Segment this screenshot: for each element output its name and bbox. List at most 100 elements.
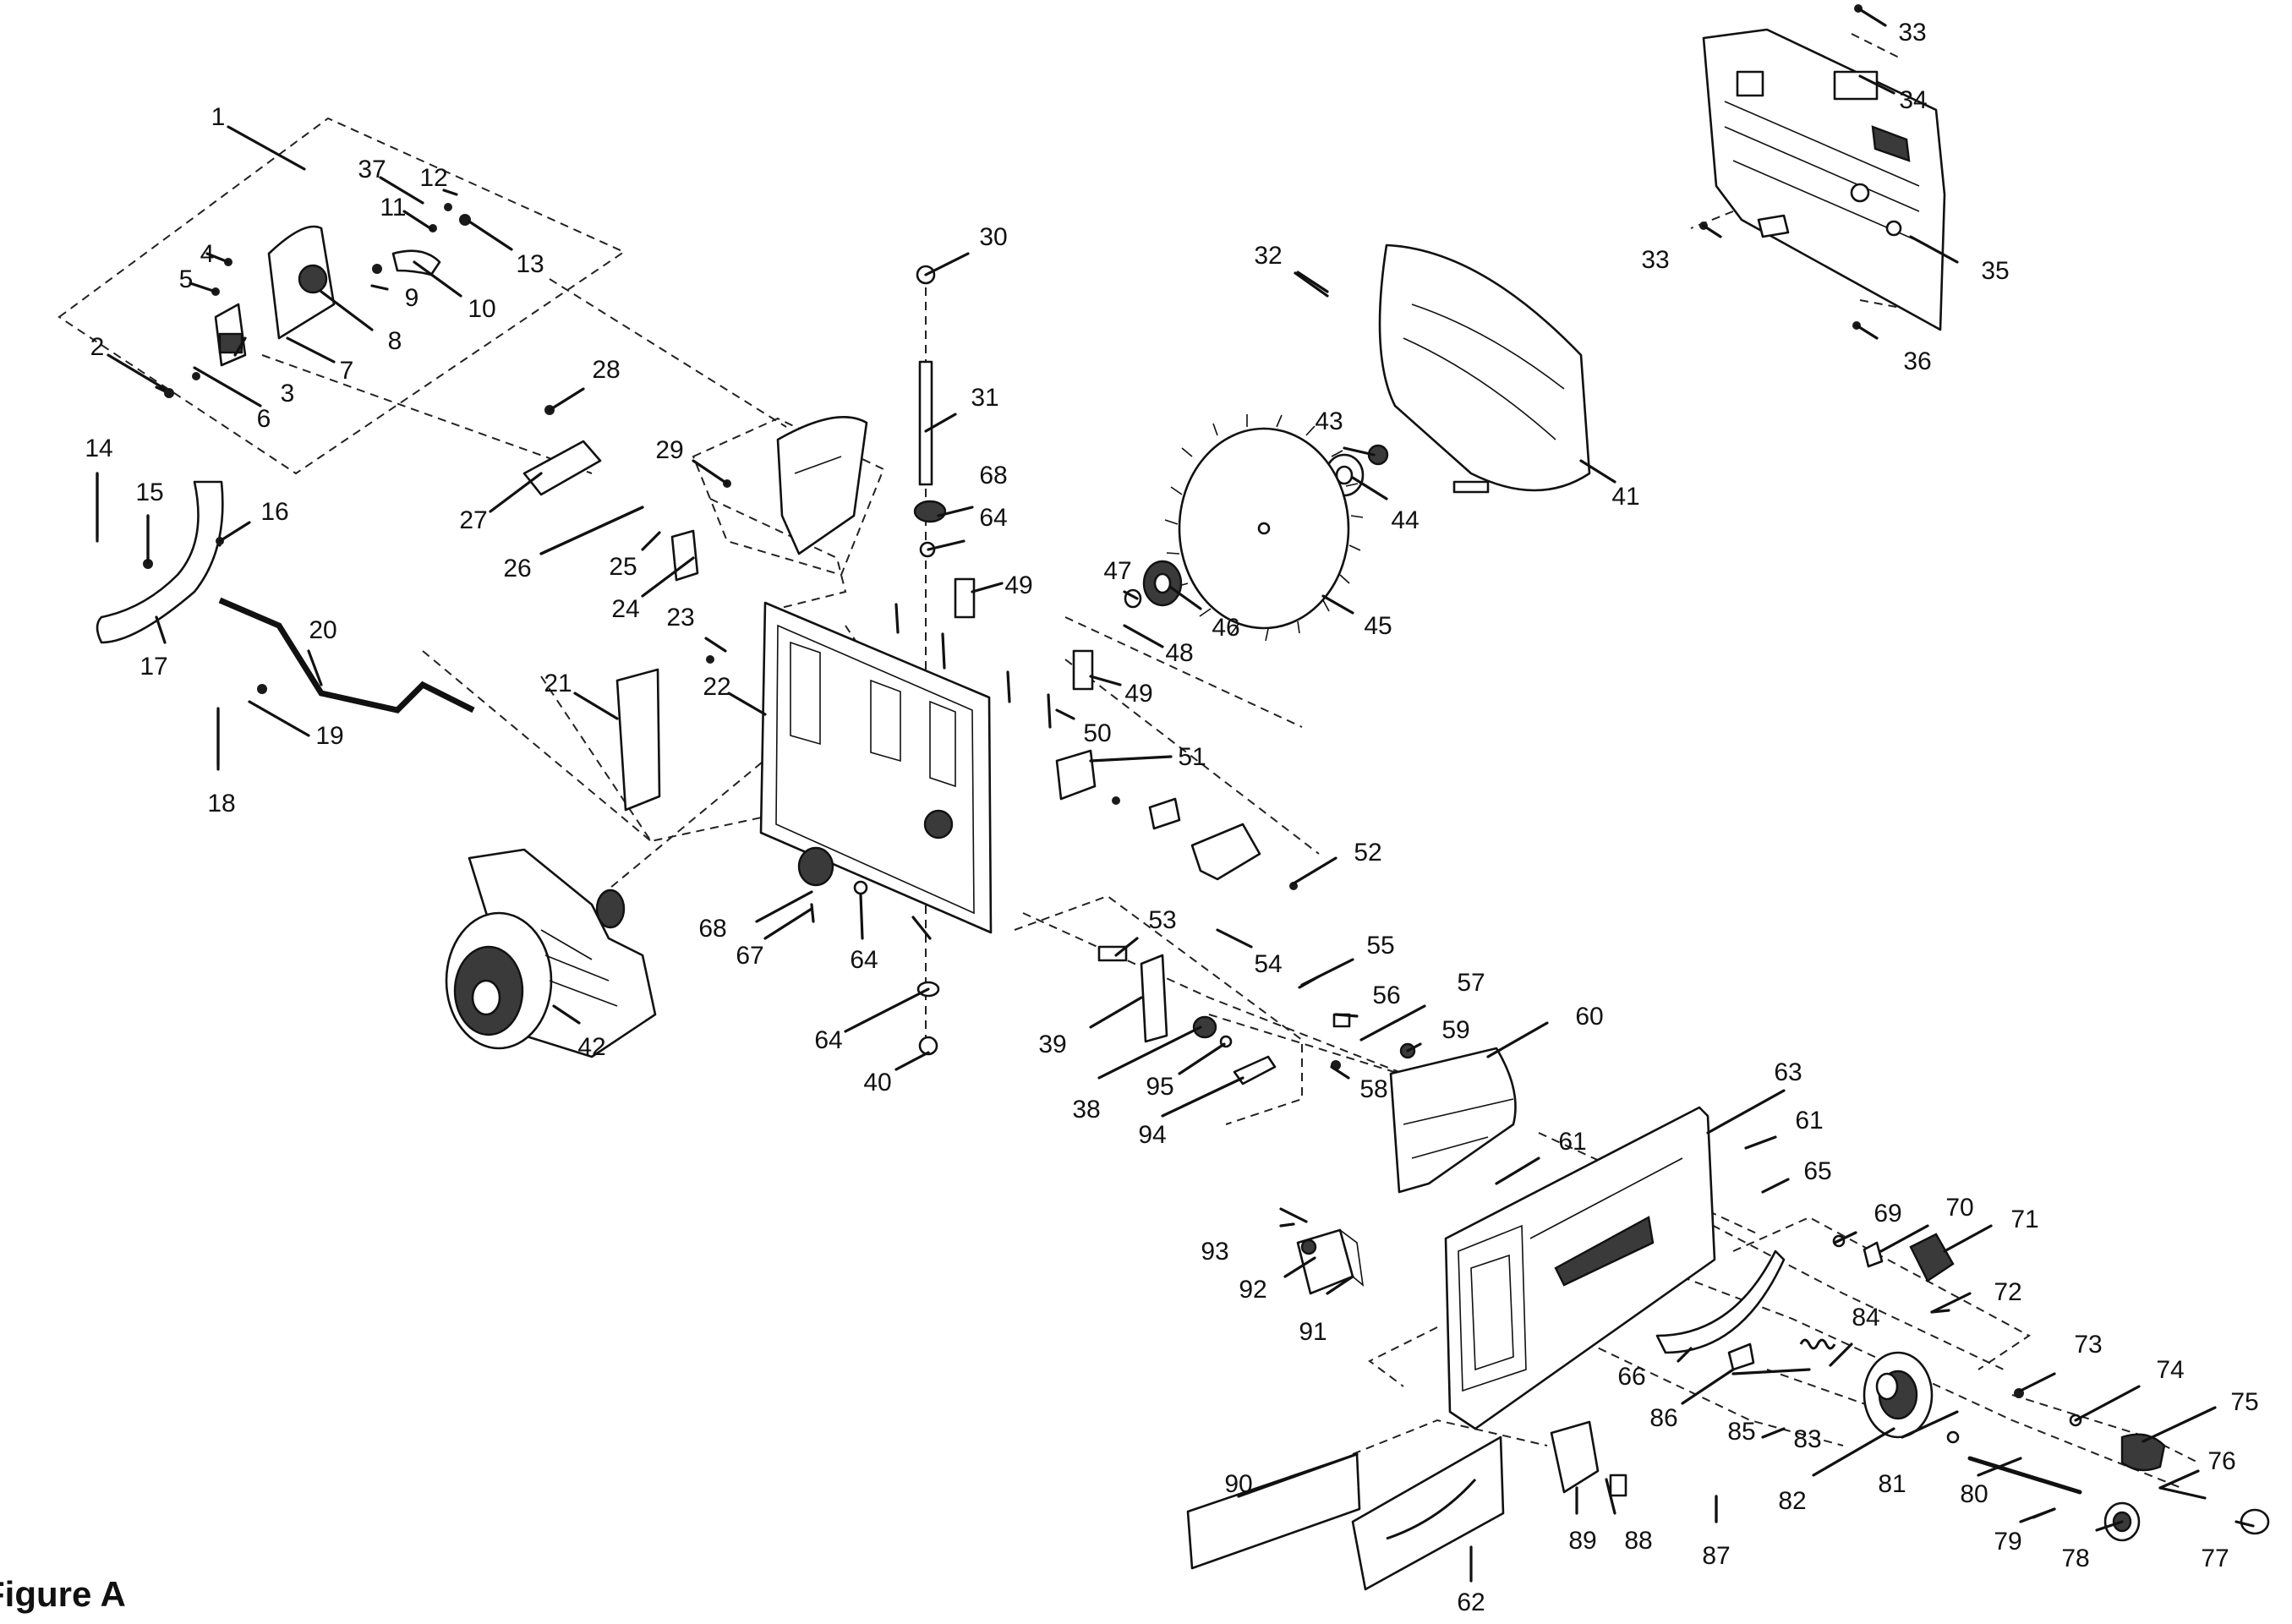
callout-57: 57 [1457, 969, 1485, 997]
part-lock-knob-71 [1909, 1233, 1955, 1282]
callout-25: 25 [609, 553, 637, 581]
callout-86: 86 [1649, 1404, 1677, 1432]
callout-50: 50 [1083, 719, 1111, 747]
callout-77: 77 [2201, 1545, 2229, 1572]
callout-19: 19 [315, 722, 343, 750]
callout-8: 8 [388, 327, 402, 355]
callout-6: 6 [257, 405, 271, 433]
callout-43: 43 [1315, 407, 1343, 435]
callout-90: 90 [1224, 1470, 1252, 1498]
callout-74: 74 [2156, 1356, 2184, 1384]
callout-82: 82 [1778, 1487, 1806, 1515]
part-handle [2120, 1433, 2166, 1472]
part-gear-top [913, 500, 947, 523]
callout-93: 93 [1201, 1238, 1228, 1266]
callout-10: 10 [468, 295, 495, 323]
callout-24: 24 [611, 595, 639, 623]
callout-85: 85 [1727, 1418, 1755, 1446]
callout-44: 44 [1391, 506, 1419, 534]
callout-36: 36 [1903, 347, 1931, 375]
part-pin-53 [1097, 945, 1128, 962]
callout-37: 37 [358, 156, 386, 183]
callout-64c: 64 [814, 1026, 842, 1054]
callout-87: 87 [1702, 1542, 1730, 1570]
callout-26: 26 [503, 555, 531, 582]
callout-94: 94 [1138, 1121, 1166, 1149]
callout-49b: 49 [1124, 680, 1152, 708]
callout-4: 4 [200, 240, 215, 268]
part-crank-rod [218, 597, 475, 714]
callout-75: 75 [2230, 1388, 2258, 1416]
part-rear-plate [1702, 28, 1946, 331]
callout-32: 32 [1254, 242, 1282, 270]
callout-62: 62 [1457, 1588, 1485, 1616]
callout-29: 29 [655, 436, 683, 464]
callout-60: 60 [1575, 1003, 1603, 1031]
callout-95: 95 [1146, 1073, 1173, 1101]
callout-61b: 61 [1795, 1107, 1823, 1135]
part-pivot-bracket [1190, 823, 1261, 881]
callout-46: 46 [1212, 614, 1239, 642]
callout-72: 72 [1994, 1278, 2021, 1306]
callout-20: 20 [309, 616, 336, 644]
leader-lines [96, 7, 2255, 1583]
callout-48: 48 [1165, 639, 1193, 667]
callout-66: 66 [1617, 1363, 1645, 1391]
callout-68b: 68 [698, 915, 726, 943]
callout-27: 27 [459, 506, 487, 534]
callout-64a: 64 [979, 504, 1007, 532]
callout-30: 30 [979, 223, 1007, 251]
callout-58: 58 [1359, 1075, 1387, 1103]
callout-16: 16 [260, 498, 288, 526]
callout-23: 23 [666, 604, 694, 632]
callout-71: 71 [2010, 1206, 2038, 1233]
callout-52: 52 [1354, 839, 1381, 867]
callout-64b: 64 [850, 946, 878, 974]
callout-21: 21 [544, 670, 572, 697]
callout-49a: 49 [1004, 571, 1032, 599]
part-switch-box [1296, 1228, 1354, 1295]
callout-35: 35 [1981, 257, 2009, 285]
part-rear-arm [96, 480, 224, 644]
callout-55: 55 [1366, 932, 1394, 960]
callout-31: 31 [971, 384, 998, 412]
callout-89: 89 [1568, 1527, 1596, 1555]
part-tilt-plate [1140, 954, 1168, 1043]
callout-53: 53 [1148, 906, 1176, 934]
part-label-90 [1186, 1452, 1361, 1570]
callout-3: 3 [281, 380, 295, 407]
callout-41: 41 [1611, 483, 1639, 511]
callout-59: 59 [1441, 1016, 1469, 1044]
callout-83: 83 [1793, 1425, 1821, 1453]
callout-78: 78 [2061, 1545, 2089, 1572]
part-switch [1550, 1420, 1600, 1494]
callout-61a: 61 [1558, 1128, 1586, 1156]
callout-11: 11 [380, 194, 406, 221]
callout-67: 67 [736, 942, 763, 970]
callout-69: 69 [1874, 1200, 1901, 1228]
callout-68a: 68 [979, 462, 1007, 489]
callout-15: 15 [135, 478, 163, 506]
callout-17: 17 [139, 653, 167, 681]
callout-40: 40 [863, 1069, 891, 1096]
part-illustrations [96, 4, 2270, 1591]
part-motor [445, 848, 657, 1058]
callout-9: 9 [405, 284, 419, 312]
part-quadrant-gear [1655, 1249, 1786, 1354]
callout-22: 22 [703, 673, 730, 701]
callout-80: 80 [1960, 1480, 1988, 1508]
callout-73: 73 [2074, 1331, 2102, 1359]
callout-54: 54 [1254, 950, 1282, 978]
part-blade-housing [1378, 243, 1591, 492]
part-riving-knife [776, 416, 868, 555]
callout-38: 38 [1072, 1096, 1100, 1124]
part-label-34 [1833, 70, 1879, 101]
part-gear-lower [797, 846, 834, 887]
callout-33b: 33 [1641, 246, 1669, 274]
callout-88: 88 [1624, 1527, 1652, 1555]
callout-81: 81 [1878, 1470, 1906, 1498]
callout-45: 45 [1364, 612, 1392, 640]
callout-92: 92 [1239, 1276, 1266, 1304]
callout-5: 5 [179, 265, 194, 293]
